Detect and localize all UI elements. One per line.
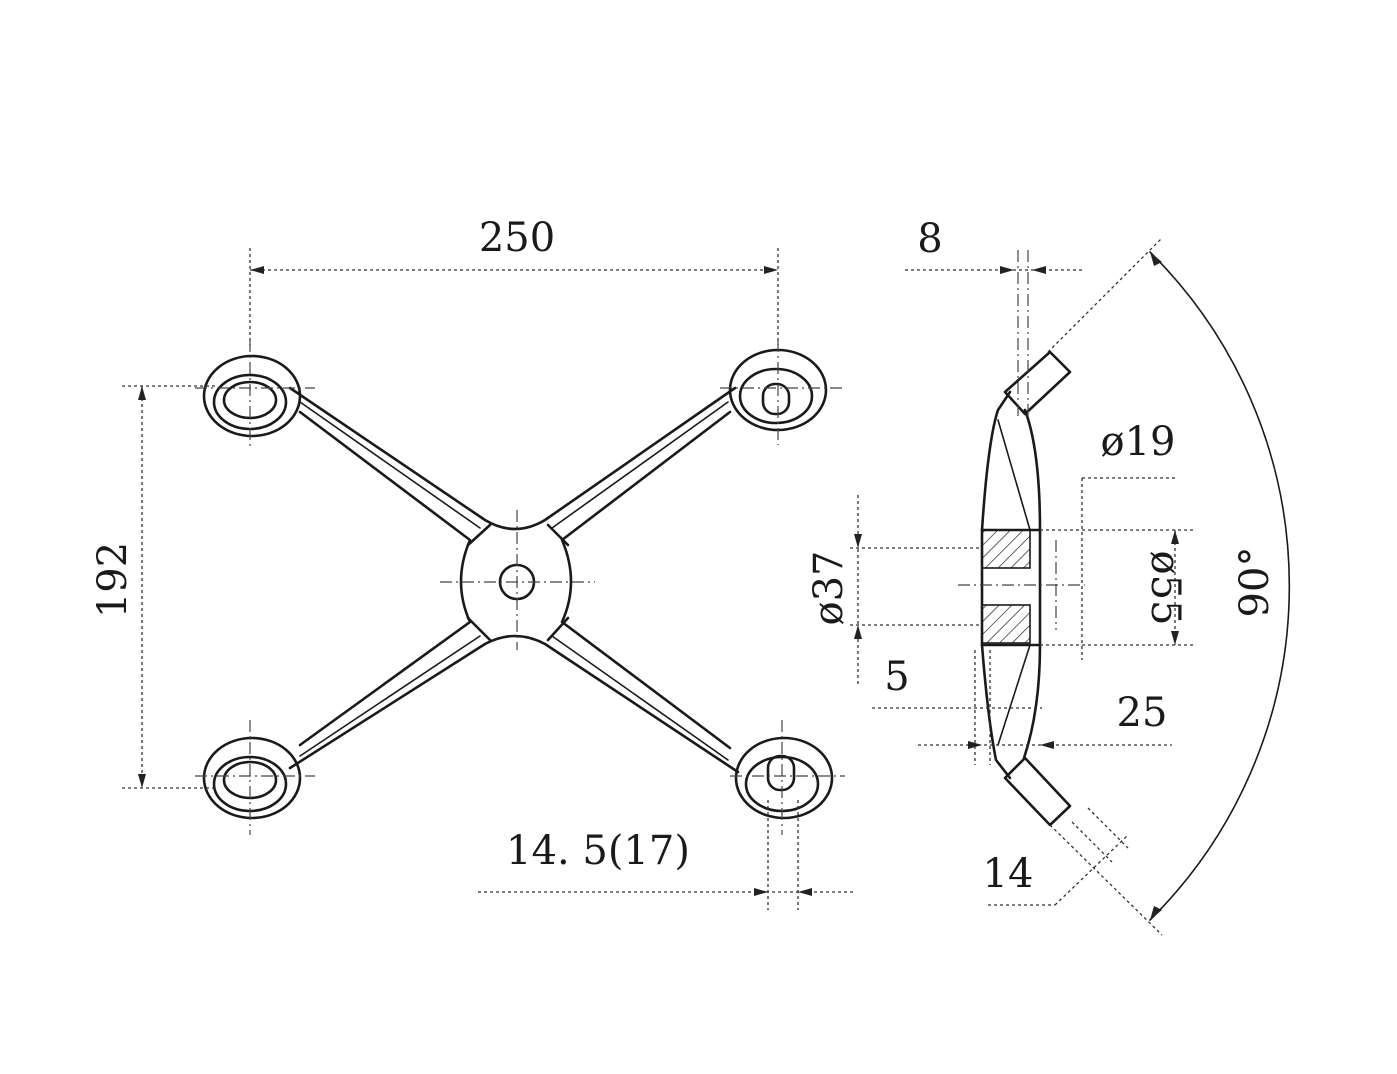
dim-width-label: 250 [479, 215, 555, 261]
dim-thickness [905, 266, 1085, 274]
dim-depth-label: 25 [1117, 690, 1168, 736]
dim-arm-width [988, 807, 1129, 906]
dim-hole-small-label: ø19 [1101, 419, 1176, 465]
top-tab [1003, 350, 1072, 416]
dim-pin-offset-label: 14. 5(17) [506, 828, 690, 874]
dim-gap [872, 650, 1042, 765]
dim-bore-label: ø37 [806, 551, 852, 626]
dim-angle [1047, 237, 1291, 936]
dim-width [249, 248, 779, 345]
boss-bottom-left [202, 736, 302, 820]
section-upper [981, 529, 1031, 569]
front-centerlines [195, 340, 845, 835]
bottom-tab [1003, 756, 1072, 827]
dim-depth [918, 741, 1172, 749]
section-lower [981, 604, 1031, 644]
dim-height-label: 192 [90, 542, 136, 618]
dim-thickness-label: 8 [917, 216, 942, 262]
side-view: 8 ø19 ø55 ø37 5 [806, 216, 1291, 936]
dim-angle-label: 90° [1232, 547, 1278, 618]
dim-hole-large [1040, 529, 1195, 646]
dim-pin-offset [478, 800, 855, 910]
dim-arm-width-label: 14 [983, 851, 1034, 897]
front-view: 250 192 14. 5(17) [90, 215, 855, 910]
dim-gap-label: 5 [884, 654, 909, 700]
boss-bottom-right [734, 736, 834, 820]
boss-top-left [202, 354, 302, 438]
dim-height [122, 385, 215, 789]
spider-arms [288, 386, 740, 774]
dim-hole-small [1081, 477, 1178, 660]
dim-bore [850, 495, 982, 685]
dim-hole-large-label: ø55 [1142, 551, 1188, 626]
